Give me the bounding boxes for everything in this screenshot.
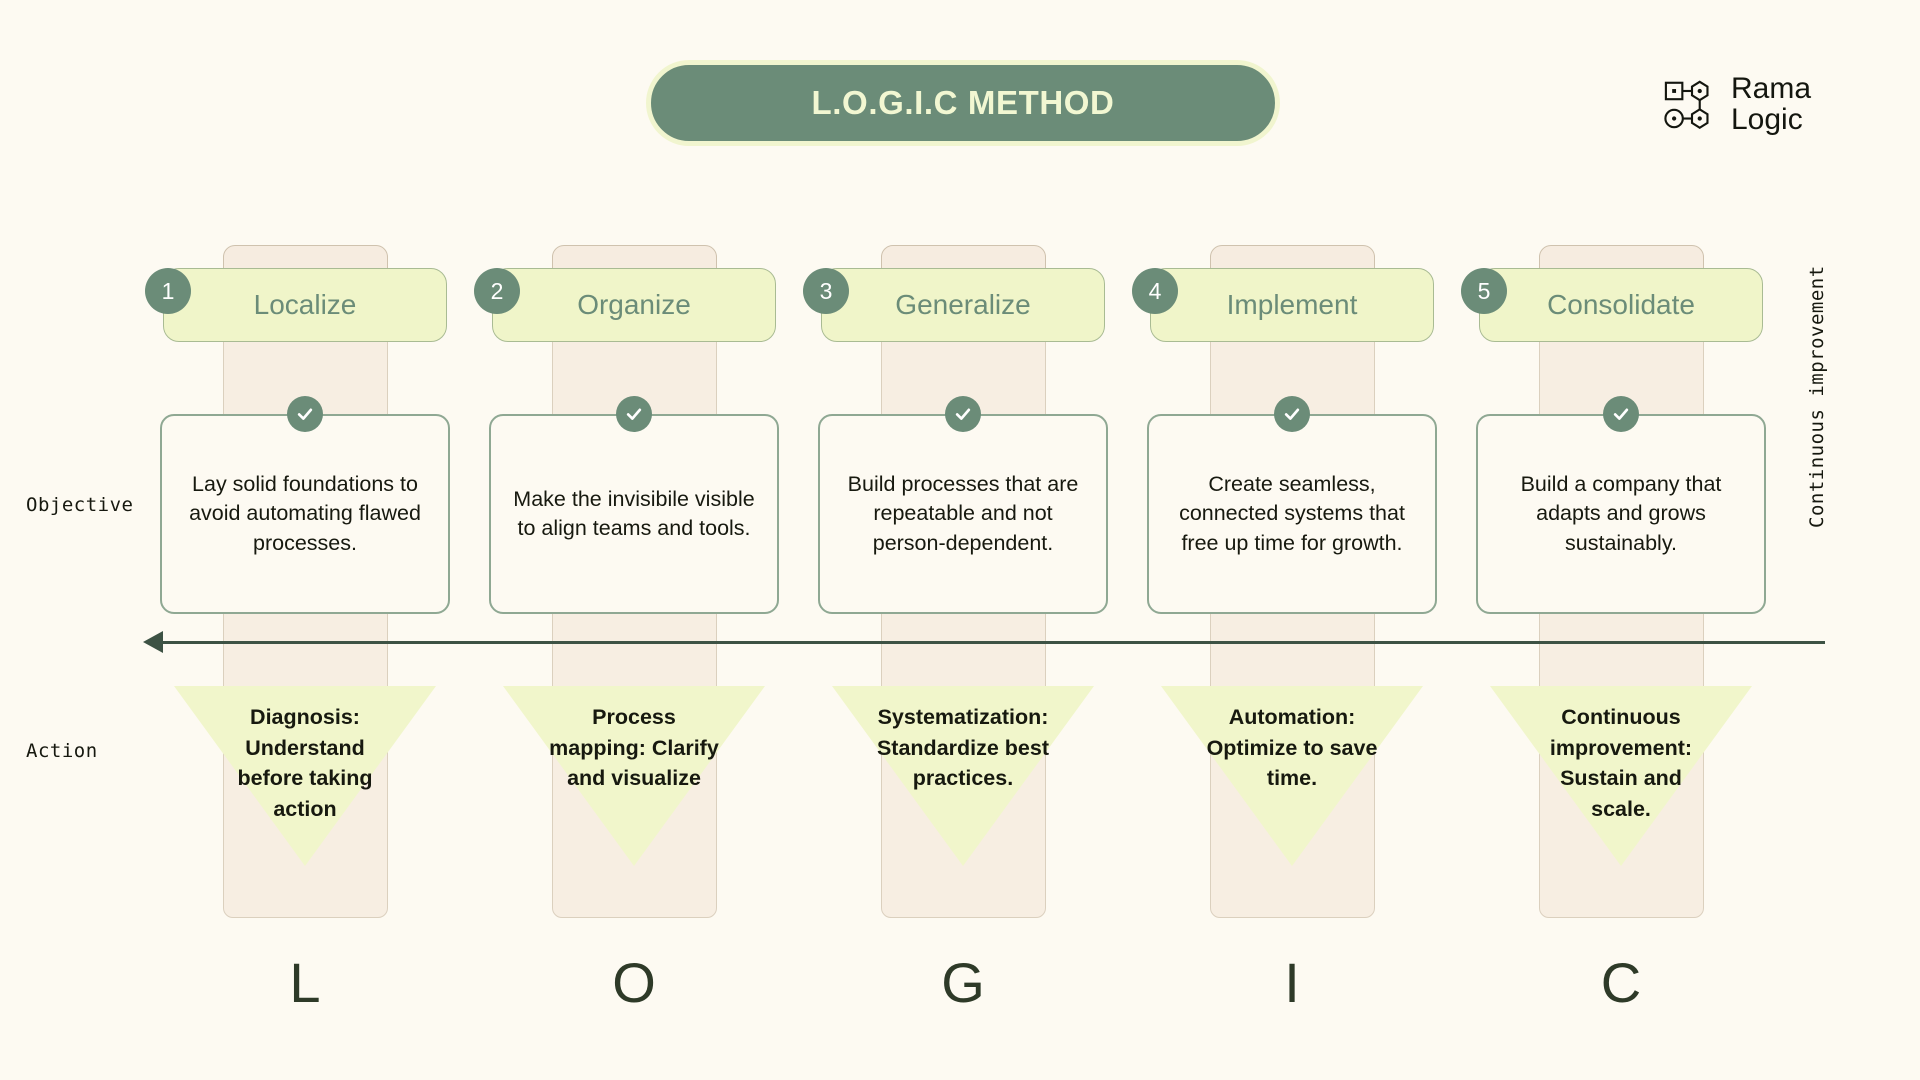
page-title-text: L.O.G.I.C METHOD [811, 84, 1115, 121]
stage-number-badge: 4 [1132, 268, 1178, 314]
node-network-icon [1664, 80, 1709, 129]
objective-text: Lay solid foundations to avoid automatin… [189, 471, 421, 555]
action-triangle [832, 686, 1094, 866]
check-icon [616, 396, 652, 432]
check-glyph [1613, 408, 1629, 420]
objective-card[interactable]: Build a company that adapts and grows su… [1476, 414, 1766, 614]
check-icon [1603, 396, 1639, 432]
stage-number: 3 [819, 277, 833, 304]
action-text-wrap: Diagnosis: Understand before taking acti… [215, 702, 395, 824]
objective-text: Build a company that adapts and grows su… [1520, 471, 1722, 555]
stage-name: Organize [577, 289, 691, 320]
check-icon [287, 396, 323, 432]
action-text: Process mapping: Clarify and visualize [549, 705, 719, 791]
action-text-wrap: Continuous improvement: Sustain and scal… [1531, 702, 1711, 824]
stage-number: 2 [490, 277, 504, 304]
flow-arrow-line [160, 641, 1825, 644]
stage-letter: G [941, 951, 985, 1014]
stage-number-badge: 5 [1461, 268, 1507, 314]
action-text: Systematization: Standardize best practi… [876, 705, 1050, 791]
objective-text: Build processes that are repeatable and … [847, 471, 1079, 555]
brand-logo-line2: Logic [1731, 102, 1803, 136]
brand-logo-line1: Rama [1731, 72, 1812, 105]
stage-number: 4 [1148, 277, 1162, 304]
check-icon [1274, 396, 1310, 432]
brand-logo-text: Rama Logic [1731, 72, 1812, 136]
stage-number-badge: 2 [474, 268, 520, 314]
stage-name: Localize [253, 289, 357, 320]
objective-card[interactable]: Lay solid foundations to avoid automatin… [160, 414, 450, 614]
stage-number: 5 [1477, 277, 1491, 304]
row-label-action: Action [26, 740, 98, 762]
brand-logo: Rama Logic [1663, 72, 1812, 136]
stage-header-implement[interactable]: Implement [1150, 268, 1434, 342]
stage-header-organize[interactable]: Organize [492, 268, 776, 342]
action-text: Continuous improvement: Sustain and scal… [1549, 705, 1693, 821]
check-icon [945, 396, 981, 432]
row-label-objective: Objective [26, 494, 134, 516]
action-triangle [174, 686, 436, 866]
stage-number-badge: 1 [145, 268, 191, 314]
stage-name: Generalize [895, 289, 1031, 320]
objective-card[interactable]: Build processes that are repeatable and … [818, 414, 1108, 614]
action-triangle [1490, 686, 1752, 866]
stage-header-generalize[interactable]: Generalize [821, 268, 1105, 342]
stage-number-badge: 3 [803, 268, 849, 314]
check-glyph [1284, 408, 1300, 420]
continuous-improvement-label: Continuous improvement [1806, 265, 1828, 528]
action-triangle [503, 686, 765, 866]
action-text-wrap: Process mapping: Clarify and visualize [544, 702, 724, 794]
stage-letter: I [1284, 951, 1300, 1014]
objective-card[interactable]: Make the invisibile visible to align tea… [489, 414, 779, 614]
stage-header-localize[interactable]: Localize [163, 268, 447, 342]
stage-number: 1 [161, 277, 175, 304]
action-text-wrap: Systematization: Standardize best practi… [873, 702, 1053, 794]
stage-name: Consolidate [1547, 289, 1695, 320]
check-glyph [626, 408, 642, 420]
action-text: Automation: Optimize to save time. [1206, 705, 1378, 791]
objective-text: Make the invisibile visible to align tea… [513, 486, 755, 540]
stage-letter: O [612, 951, 656, 1014]
stage-letter: L [289, 951, 321, 1014]
check-glyph [955, 408, 971, 420]
objective-card[interactable]: Create seamless, connected systems that … [1147, 414, 1437, 614]
objective-text: Create seamless, connected systems that … [1179, 471, 1405, 555]
action-text-wrap: Automation: Optimize to save time. [1202, 702, 1382, 794]
action-text: Diagnosis: Understand before taking acti… [237, 705, 373, 821]
page-title: L.O.G.I.C METHOD [646, 60, 1280, 146]
check-glyph [297, 408, 313, 420]
flow-arrow-head-icon [143, 631, 163, 653]
stage-name: Implement [1226, 289, 1358, 320]
stage-header-consolidate[interactable]: Consolidate [1479, 268, 1763, 342]
action-triangle [1161, 686, 1423, 866]
stage-letter: C [1600, 951, 1642, 1014]
